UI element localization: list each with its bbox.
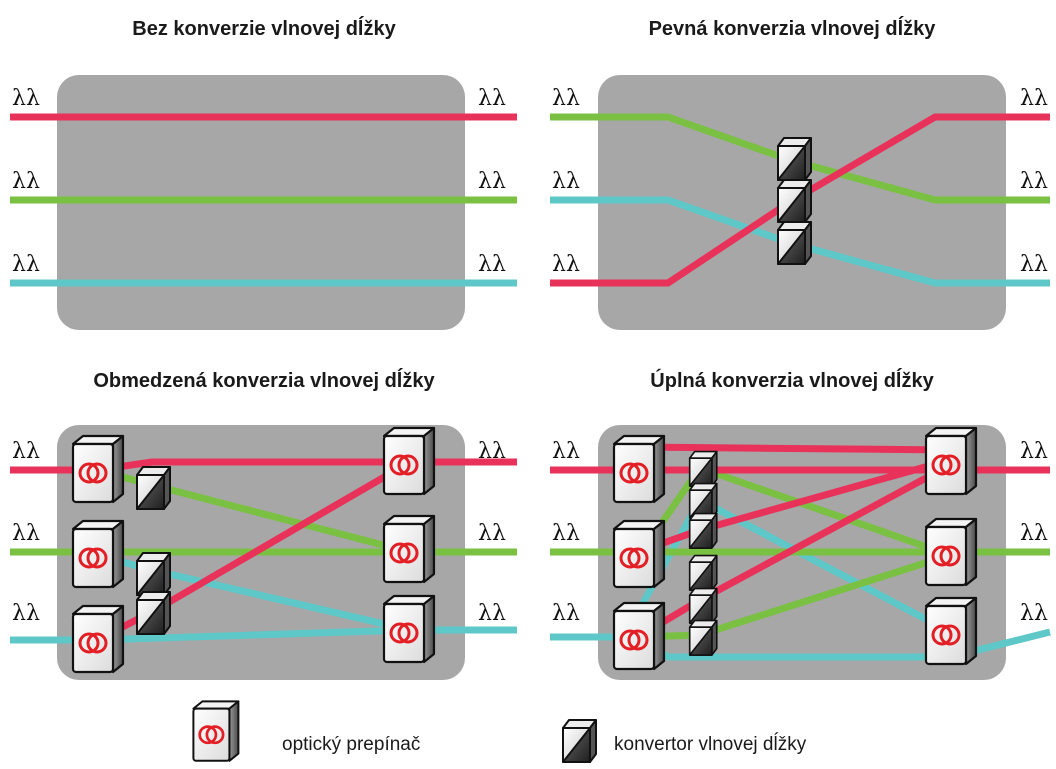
channel-label-7: λλ bbox=[552, 86, 580, 111]
p4-converter-3-icon bbox=[688, 512, 718, 549]
channel-label-21: λλ bbox=[552, 601, 580, 626]
channel-label-12: λλ bbox=[1020, 252, 1048, 277]
p3-switch-in-3-icon bbox=[71, 604, 125, 674]
p3-red-a bbox=[10, 458, 517, 474]
channel-label-9: λλ bbox=[552, 252, 580, 277]
p4-switch-in-2-icon bbox=[612, 519, 666, 589]
legend-converter-label: konvertor vlnovej dĺžky bbox=[614, 734, 807, 755]
channel-label-24: λλ bbox=[1020, 601, 1048, 626]
legend-converter-icon bbox=[562, 719, 597, 763]
p4-converter-5-icon bbox=[688, 587, 718, 624]
p4-switch-in-3-icon bbox=[612, 601, 666, 671]
p3-switch-out-2-icon bbox=[382, 514, 436, 584]
channel-label-6: λλ bbox=[478, 252, 506, 277]
channel-label-1: λλ bbox=[12, 86, 40, 111]
channel-label-16: λλ bbox=[478, 439, 506, 464]
channel-label-10: λλ bbox=[1020, 86, 1048, 111]
channel-label-5: λλ bbox=[478, 169, 506, 194]
p4-converter-2-icon bbox=[688, 482, 718, 519]
channel-label-13: λλ bbox=[12, 439, 40, 464]
panel-title-limited-conversion: Obmedzená konverzia vlnovej dĺžky bbox=[93, 370, 435, 392]
p3-switch-in-1-icon bbox=[71, 434, 125, 504]
p3-switch-out-3-icon bbox=[382, 594, 436, 664]
channel-label-17: λλ bbox=[478, 521, 506, 546]
panel-title-no-conversion: Bez konverzie vlnovej dĺžky bbox=[132, 18, 396, 40]
p4-switch-out-3-icon bbox=[924, 596, 978, 666]
channel-label-15: λλ bbox=[12, 601, 40, 626]
p3-converter-2-icon bbox=[136, 552, 171, 596]
p4-switch-out-2-icon bbox=[924, 517, 978, 587]
p4-switch-in-1-icon bbox=[612, 434, 666, 504]
panel-title-fixed-conversion: Pevná konverzia vlnovej dĺžky bbox=[648, 18, 936, 40]
channel-label-8: λλ bbox=[552, 169, 580, 194]
p3-converter-3-icon bbox=[136, 591, 171, 635]
channel-label-3: λλ bbox=[12, 252, 40, 277]
p3-cyan-a bbox=[10, 626, 517, 644]
channel-label-14: λλ bbox=[12, 521, 40, 546]
panel-title-full-conversion: Úplná konverzia vlnovej dĺžky bbox=[650, 370, 934, 392]
p4-switch-out-1-icon bbox=[924, 426, 978, 496]
p4-converter-6-icon bbox=[688, 619, 718, 656]
p3-switch-out-1-icon bbox=[382, 426, 436, 496]
channel-label-11: λλ bbox=[1020, 169, 1048, 194]
channel-label-20: λλ bbox=[552, 521, 580, 546]
p2-converter-2-icon bbox=[777, 179, 812, 223]
p4-converter-1-icon bbox=[688, 450, 718, 487]
legend-switch-label: optický prepínač bbox=[282, 734, 421, 755]
p4-red-b bbox=[637, 443, 951, 454]
legend-switch-icon bbox=[192, 700, 240, 762]
channel-label-23: λλ bbox=[1020, 521, 1048, 546]
channel-label-2: λλ bbox=[12, 169, 40, 194]
p4-converter-4-icon bbox=[688, 554, 718, 591]
p3-switch-in-2-icon bbox=[71, 519, 125, 589]
channel-label-18: λλ bbox=[478, 601, 506, 626]
p3-converter-1-icon bbox=[136, 466, 171, 510]
p4-cyan-a bbox=[550, 628, 1051, 661]
p2-converter-1-icon bbox=[777, 137, 812, 181]
p2-converter-3-icon bbox=[777, 221, 812, 265]
channel-label-19: λλ bbox=[552, 439, 580, 464]
channel-label-22: λλ bbox=[1020, 439, 1048, 464]
channel-label-4: λλ bbox=[478, 86, 506, 111]
